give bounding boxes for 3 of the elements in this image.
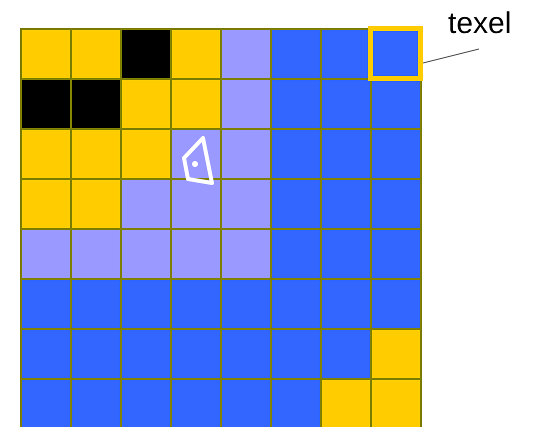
leader-line xyxy=(422,48,480,64)
highlight-frame xyxy=(368,26,423,81)
callout-label: texel xyxy=(448,8,512,40)
